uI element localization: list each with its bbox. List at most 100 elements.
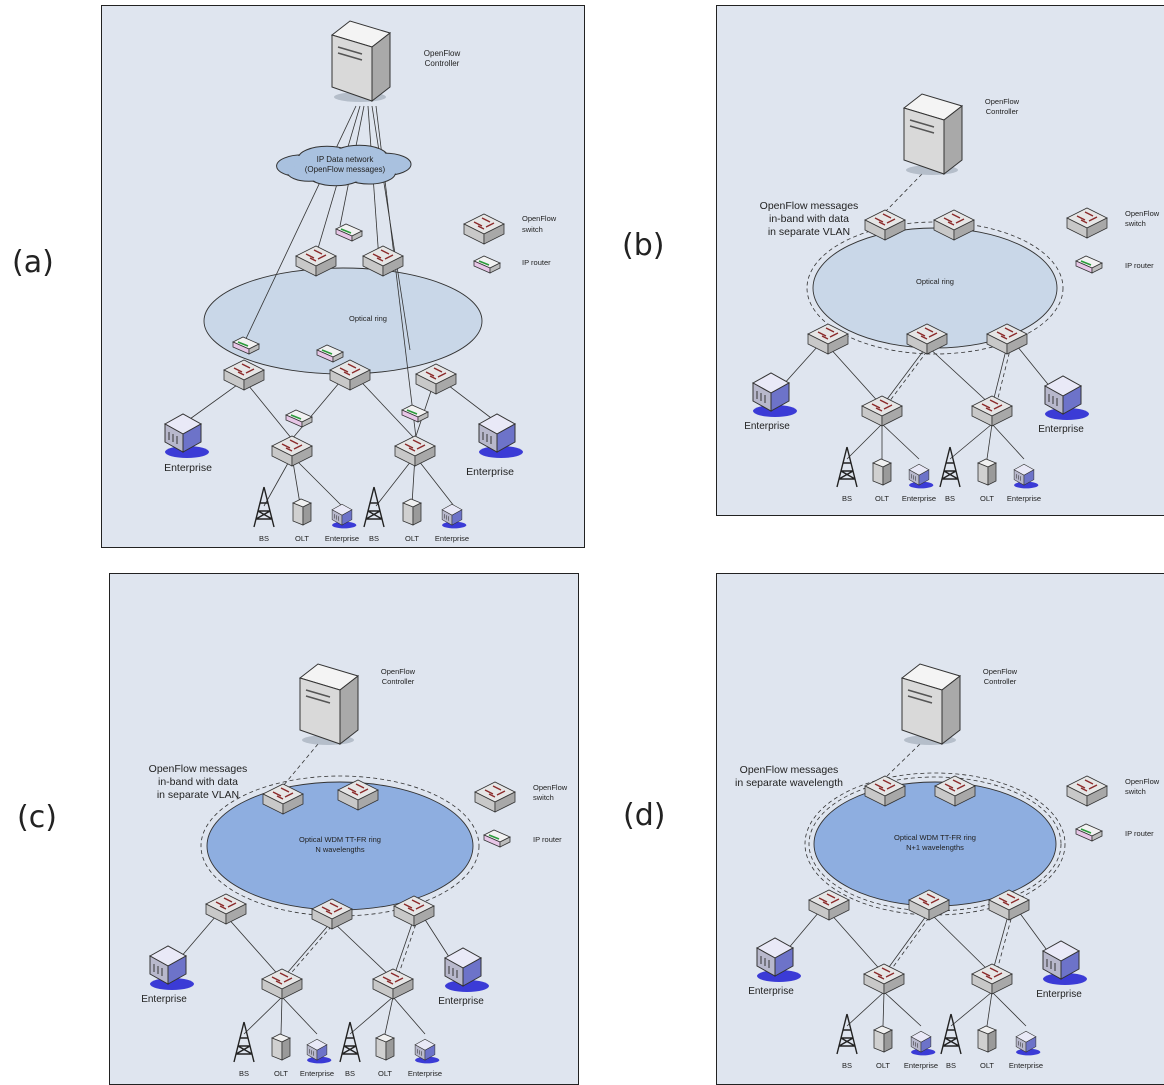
ip-router-icon xyxy=(1075,823,1103,842)
controller-label: Controller xyxy=(986,107,1019,116)
link xyxy=(928,911,993,975)
bottom-label: BS xyxy=(345,1069,355,1078)
enterprise-label: Enterprise xyxy=(1036,989,1082,1000)
legend-label: switch xyxy=(1125,219,1146,228)
link xyxy=(827,345,883,407)
base-station-tower-icon xyxy=(233,1021,255,1063)
controller-label: OpenFlow xyxy=(381,667,416,676)
ring-label: Optical ring xyxy=(349,314,387,323)
ip-router-icon xyxy=(473,255,501,274)
legend-label: IP router xyxy=(1125,261,1154,270)
panel-d-letter: (d) xyxy=(623,798,666,833)
openflow-switch-icon xyxy=(1066,207,1108,239)
openflow-switch-icon xyxy=(906,323,948,355)
link xyxy=(281,996,318,1035)
openflow-switch-icon xyxy=(271,435,313,467)
ip-cloud xyxy=(276,144,412,187)
legend-label: OpenFlow xyxy=(1125,209,1160,218)
link xyxy=(846,991,885,1027)
openflow-switch-icon xyxy=(463,213,505,245)
link xyxy=(846,423,883,460)
openflow-switch-icon xyxy=(864,775,906,807)
dashed-link xyxy=(285,920,337,980)
bottom-label: Enterprise xyxy=(300,1069,334,1078)
openflow-switch-icon xyxy=(971,963,1013,995)
legend-label: OpenFlow xyxy=(522,214,557,223)
note-label: in separate wavelength xyxy=(735,777,843,789)
panel-a-letter: (a) xyxy=(12,245,54,280)
openflow-switch-icon xyxy=(908,889,950,921)
ip-router-icon xyxy=(316,344,344,363)
enterprise-label: Enterprise xyxy=(1038,424,1084,435)
bottom-label: OLT xyxy=(980,494,994,503)
enterprise-label: Enterprise xyxy=(141,994,187,1005)
bottom-label: OLT xyxy=(378,1069,392,1078)
dashed-ring xyxy=(806,221,1064,355)
panel-c-letter: (c) xyxy=(17,800,57,835)
bottom-label: Enterprise xyxy=(902,494,936,503)
enterprise-building-icon xyxy=(751,372,797,417)
enterprise-building-icon xyxy=(755,937,801,982)
enterprise-building-icon xyxy=(441,503,467,529)
controller-server-icon xyxy=(900,663,962,746)
bottom-label: BS xyxy=(239,1069,249,1078)
link xyxy=(881,345,928,407)
bottom-label: Enterprise xyxy=(904,1061,938,1070)
base-station-tower-icon xyxy=(339,1021,361,1063)
ip-router-icon xyxy=(483,829,511,848)
enterprise-building-icon xyxy=(1043,375,1089,420)
controller-label: Controller xyxy=(984,677,1017,686)
enterprise-label: Enterprise xyxy=(438,996,484,1007)
ip-router-icon xyxy=(285,409,313,428)
olt-device-icon xyxy=(872,458,892,486)
ring-label: Optical WDM TT-FR ring xyxy=(894,833,976,842)
ring-label: N wavelengths xyxy=(315,845,364,854)
bottom-label: BS xyxy=(842,494,852,503)
legend-label: switch xyxy=(533,793,554,802)
olt-device-icon xyxy=(402,498,422,526)
link xyxy=(182,379,245,425)
link xyxy=(786,911,820,951)
bottom-label: Enterprise xyxy=(408,1069,442,1078)
openflow-switch-icon xyxy=(474,781,516,813)
link xyxy=(281,920,333,980)
enterprise-building-icon xyxy=(163,413,209,458)
legend-label: OpenFlow xyxy=(533,783,568,792)
panel-b-letter: (b) xyxy=(622,228,665,263)
note-label: in separate VLAN xyxy=(768,226,850,238)
link xyxy=(782,345,819,386)
openflow-switch-icon xyxy=(933,209,975,241)
openflow-switch-icon xyxy=(934,775,976,807)
bottom-label: BS xyxy=(946,1061,956,1070)
link xyxy=(828,911,885,975)
dashed-link xyxy=(995,911,1014,975)
openflow-switch-icon xyxy=(988,889,1030,921)
note-label: in-band with data xyxy=(158,776,238,788)
link xyxy=(243,996,283,1035)
enterprise-building-icon xyxy=(910,1030,936,1056)
bottom-label: Enterprise xyxy=(1009,1061,1043,1070)
dashed-link xyxy=(884,743,921,779)
bottom-label: BS xyxy=(259,534,269,543)
bottom-label: BS xyxy=(945,494,955,503)
openflow-switch-icon xyxy=(261,968,303,1000)
link xyxy=(950,991,993,1027)
link xyxy=(1016,345,1052,389)
openflow-switch-icon xyxy=(311,898,353,930)
olt-device-icon xyxy=(271,1033,291,1061)
olt-device-icon xyxy=(977,458,997,486)
olt-device-icon xyxy=(977,1025,997,1053)
ip-router-icon xyxy=(335,223,363,242)
cloud-label: (OpenFlow messages) xyxy=(305,165,386,174)
legend-label: OpenFlow xyxy=(1125,777,1160,786)
link xyxy=(991,911,1010,975)
enterprise-label: Enterprise xyxy=(744,421,790,432)
ip-router-icon xyxy=(232,336,260,355)
link xyxy=(375,455,416,507)
